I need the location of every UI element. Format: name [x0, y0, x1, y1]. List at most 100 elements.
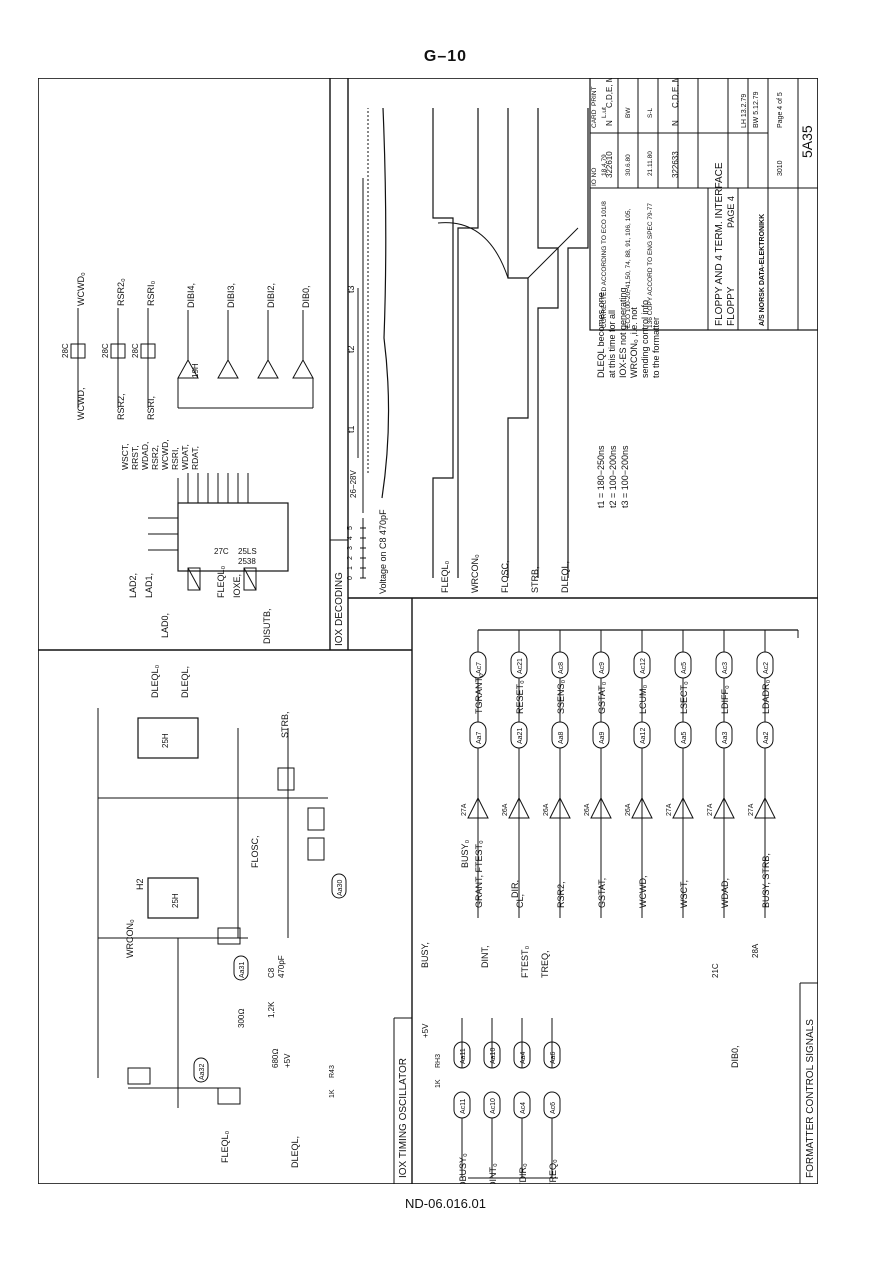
rsri-out-label: RSRI₀: [146, 280, 156, 306]
voltage-axis-label: Voltage on C8 470pF: [378, 509, 388, 594]
flosc-label: FLOSC,: [250, 835, 260, 868]
conn-aa30: [331, 873, 347, 899]
left-signal-label: DINT₀: [488, 1163, 498, 1184]
comment-line-5: sending control info: [640, 300, 650, 378]
driver-output-label: RESET₀: [515, 680, 525, 714]
io-row-2-no: 322633: [671, 151, 680, 178]
tegn: LH 13.2.79: [741, 94, 748, 128]
lad2-label: LAD2,: [128, 573, 138, 598]
sig-fleql: FLEQL₀: [440, 560, 450, 593]
driver-conn-aa-label: Aa21: [517, 728, 524, 744]
drawing-subtitle: FLOPPY: [726, 286, 737, 326]
note-t3: t3 = 100−200ns: [620, 445, 630, 508]
driver-conn-aa-label: Aa5: [681, 731, 688, 744]
left-signal-label: DBUSY₀: [458, 1153, 468, 1184]
dleql-osc-label: DLEQL,: [290, 1136, 300, 1168]
conn-ac-label: Ac11: [460, 1098, 467, 1114]
rsri-chip: 28C: [131, 343, 140, 358]
chip-21c: 21C: [711, 963, 720, 978]
left-signal-label: TDIR₀: [518, 1163, 528, 1184]
driver-signal-label: RSR2,: [556, 881, 566, 908]
conn-aa-shape: [483, 1041, 501, 1069]
conn-aa-label: Aa4: [520, 1051, 527, 1064]
disutb-label: DISUTB,: [262, 608, 272, 644]
driver-buffer: [672, 796, 694, 819]
comment-line-3: IOX-ES not generating: [618, 287, 628, 378]
ioxe-label: IOXE,: [232, 574, 242, 598]
comp-680: 680Ω: [271, 1049, 280, 1069]
driver-conn-ac: [592, 651, 610, 679]
interval-t2: t2: [346, 345, 356, 353]
document-number: ND-06.016.01: [405, 1196, 486, 1211]
comp-5v: +5V: [283, 1053, 292, 1068]
driver-conn-ac: [756, 651, 774, 679]
note-t2: t2 = 100−200ns: [608, 445, 618, 508]
conn-ac-shape: [543, 1091, 561, 1119]
conn-ac-shape: [483, 1091, 501, 1119]
out-rsri: RSRI,: [170, 447, 180, 470]
formatter-label: FORMATTER CONTROL SIGNALS: [805, 1019, 816, 1178]
rev-3-date: 21.11.80: [647, 151, 654, 176]
driver-conn-aa-label: Aa7: [476, 731, 483, 744]
driver-conn-aa: [592, 721, 610, 749]
company-name: A/S NORSK DATA-ELEKTRONIKK: [759, 214, 766, 326]
dir-label: DIR,: [510, 880, 520, 898]
wcwd-out-label: WCWD₀: [76, 272, 86, 306]
strb-label: STRB,: [280, 711, 290, 738]
driver-output-label: LDIFF₀: [720, 685, 730, 714]
driver-buffer: [508, 796, 530, 819]
fmt-5v: +5V: [421, 1023, 430, 1038]
dleql-comment: DLEQL becomes one at this time for all I…: [596, 287, 661, 378]
fleql-enable-label: FLEQL₀: [216, 565, 226, 598]
driver-buffer: [631, 796, 653, 819]
comment-line-4: WRCON₀ ,i.e. not: [629, 307, 639, 378]
conn-ac-shape: [453, 1091, 471, 1119]
out-rdat: RDAT,: [190, 446, 200, 470]
title-block: CORRECTED ACCORDING TO ECO 101/8 18.4.79…: [589, 78, 818, 331]
out-rrst: RRST,: [130, 445, 140, 470]
conn-aa-label: Aa6: [550, 1051, 557, 1064]
h2-label: H2: [135, 878, 145, 890]
sheet-border: [38, 78, 818, 1184]
driver-conn-aa: [633, 721, 651, 749]
io-row-2-card: N: [671, 120, 680, 126]
driver-conn-aa-label: Aa3: [722, 731, 729, 744]
comment-line-2: at this time for all: [607, 310, 617, 378]
conn-aa-shape: [543, 1041, 561, 1069]
sig-dleql: DLEQL,: [560, 561, 570, 593]
driver-output-label: LSECT₀: [679, 681, 689, 714]
lad1-label: LAD1,: [144, 573, 154, 598]
driver-conn-aa: [756, 721, 774, 749]
conn-ac-label: Ac6: [550, 1102, 557, 1114]
comp-470pf: 470pF: [277, 955, 286, 978]
driver-signal-label: WDAD,: [720, 878, 730, 908]
driver-conn-ac-label: Ac2: [763, 662, 770, 674]
buffer-chip-label: 19H: [191, 363, 200, 378]
page-number: G–10: [423, 48, 468, 65]
driver-conn-ac: [633, 651, 651, 679]
driver-buffer: [467, 796, 489, 819]
kontr: BW 5.12.79: [753, 91, 760, 128]
chip-28a: 28A: [751, 943, 760, 958]
driver-conn-ac-label: Ac8: [558, 662, 565, 674]
conn-aa32-label: Aa32: [199, 1064, 206, 1080]
rsr2-chip: 28C: [101, 343, 110, 358]
driver-chip-label: 27A: [748, 803, 755, 816]
rsr2-in-label: RSR2,: [116, 393, 126, 420]
driver-output-label: GSTAT₀: [597, 681, 607, 714]
kontnr: 3010: [777, 160, 784, 176]
conn-aa32: [193, 1057, 209, 1083]
io-row-1-no: 322610: [605, 151, 614, 178]
driver-conn-aa-label: Aa12: [640, 728, 647, 744]
rev-1-sign: L.ut: [601, 107, 608, 118]
driver-conn-ac: [551, 651, 569, 679]
comment-line-6: to the formatter: [651, 317, 661, 378]
oscillator-label: IOX TIMING OSCILLATOR: [398, 1058, 409, 1178]
driver-output-label: LCUM₀: [638, 684, 648, 714]
dibi4-label: DIBI4,: [186, 283, 196, 308]
conn-ac-label: Ac4: [520, 1102, 527, 1114]
busy0-label: BUSY₀: [460, 839, 470, 868]
interval-t3: t3: [346, 285, 356, 293]
interval-t1: t1: [346, 425, 356, 433]
dint-label: DINT,: [480, 946, 490, 969]
